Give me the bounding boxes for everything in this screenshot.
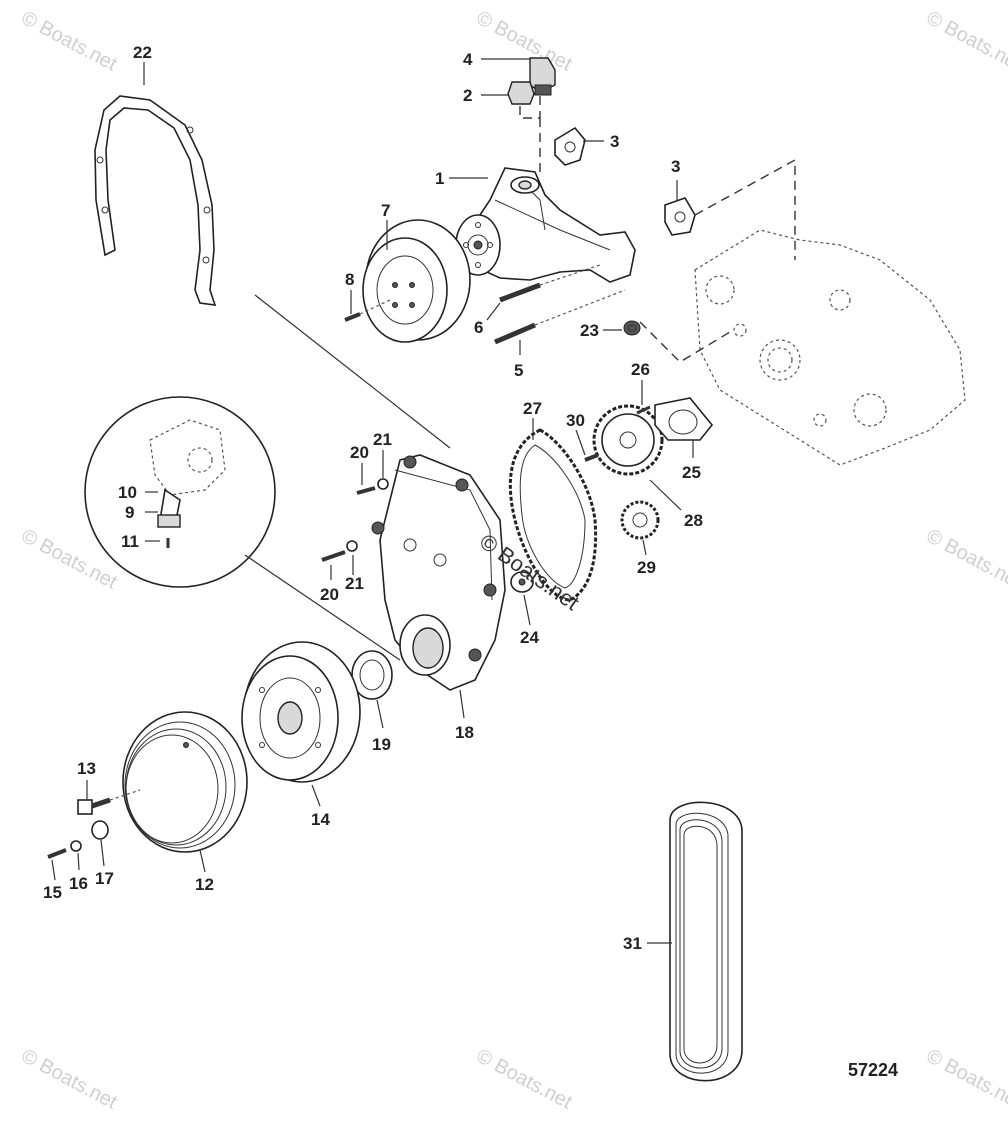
cam-sprocket — [592, 404, 664, 476]
callout-31: 31 — [623, 934, 642, 953]
plug — [507, 81, 535, 105]
leader-divider — [254, 294, 451, 449]
callout-17: 17 — [95, 869, 114, 888]
pump-gasket-right — [664, 197, 696, 236]
leader-lines — [51, 58, 694, 944]
callout-10: 10 — [118, 483, 137, 502]
callout-16: 16 — [69, 874, 88, 893]
serpentine-belt — [669, 801, 743, 1082]
timing-chain — [508, 428, 598, 602]
callout-30: 30 — [566, 411, 585, 430]
callout-4: 4 — [463, 50, 473, 69]
bolt-20-upper — [356, 478, 389, 495]
callout-8: 8 — [345, 270, 354, 289]
block-dash — [639, 321, 731, 363]
callout-28: 28 — [684, 511, 703, 530]
engine-block — [694, 229, 966, 466]
callout-22: 22 — [133, 43, 152, 62]
callout-26: 26 — [631, 360, 650, 379]
callout-13: 13 — [77, 759, 96, 778]
watermark-bottom-left: © Boats.net — [18, 1045, 121, 1114]
bolt-8 — [344, 299, 391, 322]
water-pump-pulley — [362, 219, 471, 343]
gasket-dash — [694, 158, 796, 260]
washer-17 — [91, 820, 109, 840]
harmonic-balancer — [241, 641, 361, 783]
callout-25: 25 — [682, 463, 701, 482]
crank-sprocket — [620, 500, 660, 540]
callout-6: 6 — [474, 318, 483, 337]
thrust-plate — [654, 397, 714, 441]
callout-9: 9 — [125, 503, 134, 522]
callout-3-upper: 3 — [610, 132, 619, 151]
nut-23 — [623, 320, 641, 336]
callout-11: 11 — [121, 532, 139, 551]
callout-20-lower: 20 — [320, 585, 339, 604]
callout-29: 29 — [637, 558, 656, 577]
fitting-dash — [519, 95, 541, 175]
elbow-fitting — [529, 57, 556, 96]
crank-pulley — [122, 711, 248, 853]
watermark-bottom-center: © Boats.net — [473, 1045, 576, 1114]
callout-24: 24 — [520, 628, 539, 647]
watermark-top-right: © Boats.net — [923, 7, 1008, 76]
washer-16 — [70, 840, 82, 852]
figure-number: 57224 — [848, 1060, 898, 1080]
bolt-6 — [499, 264, 601, 303]
callout-2: 2 — [463, 86, 472, 105]
bolt-15 — [47, 848, 67, 859]
bolt-20-lower — [321, 540, 358, 562]
callout-21-lower: 21 — [345, 574, 364, 593]
callout-27: 27 — [523, 399, 542, 418]
timing-cover — [371, 454, 506, 691]
watermark-top-center: © Boats.net — [473, 7, 576, 76]
callout-7: 7 — [381, 201, 390, 220]
callout-21-upper: 21 — [373, 430, 392, 449]
callout-12: 12 — [195, 875, 214, 894]
bolt-26 — [636, 405, 651, 415]
callout-14: 14 — [311, 810, 330, 829]
callout-15: 15 — [43, 883, 62, 902]
pump-gasket-upper — [554, 126, 586, 166]
watermark-bottom-right: © Boats.net — [923, 1045, 1008, 1114]
callout-18: 18 — [455, 723, 474, 742]
bolt-5 — [494, 289, 626, 345]
callout-23: 23 — [580, 321, 599, 340]
callout-20-upper: 20 — [350, 443, 369, 462]
callout-labels: 22 4 2 3 3 1 7 8 6 5 23 26 25 27 30 28 2… — [43, 43, 898, 1080]
sensor-inset — [84, 396, 276, 588]
bolt-30 — [584, 453, 599, 462]
water-pump — [455, 167, 636, 283]
inset-leader — [244, 554, 401, 661]
callout-1: 1 — [435, 169, 444, 188]
callout-5: 5 — [514, 361, 523, 380]
front-cover-gasket — [94, 95, 217, 306]
watermark-top-left: © Boats.net — [18, 7, 121, 76]
callout-3-right: 3 — [671, 157, 680, 176]
watermark-mid-right: © Boats.net — [923, 525, 1008, 594]
bolt-13 — [77, 789, 141, 815]
callout-19: 19 — [372, 735, 391, 754]
